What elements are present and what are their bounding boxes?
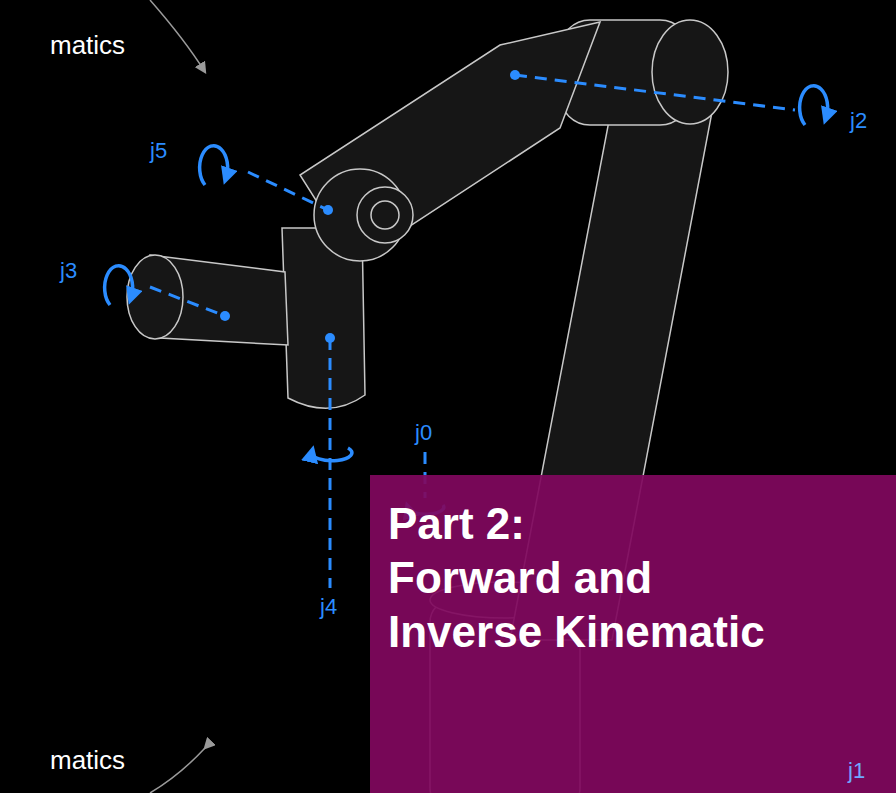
joint-label: j2	[850, 108, 867, 134]
curved-arrow	[150, 0, 205, 72]
joint-label: j1	[848, 758, 865, 784]
joint-label: j4	[320, 594, 337, 620]
slide-text: matics	[50, 745, 125, 776]
axis-dot	[220, 70, 520, 343]
joint-label: j5	[150, 138, 167, 164]
joint-label: j3	[60, 258, 77, 284]
slide-text: matics	[50, 30, 125, 61]
joint-label: j0	[415, 420, 432, 446]
curved-arrow	[150, 748, 205, 793]
band-title: Forward and Inverse Kinematic	[388, 551, 798, 659]
title-band: Part 2:Forward and Inverse Kinematic	[370, 475, 896, 793]
rotation-symbol	[105, 86, 828, 514]
band-heading: Part 2:	[388, 497, 798, 551]
